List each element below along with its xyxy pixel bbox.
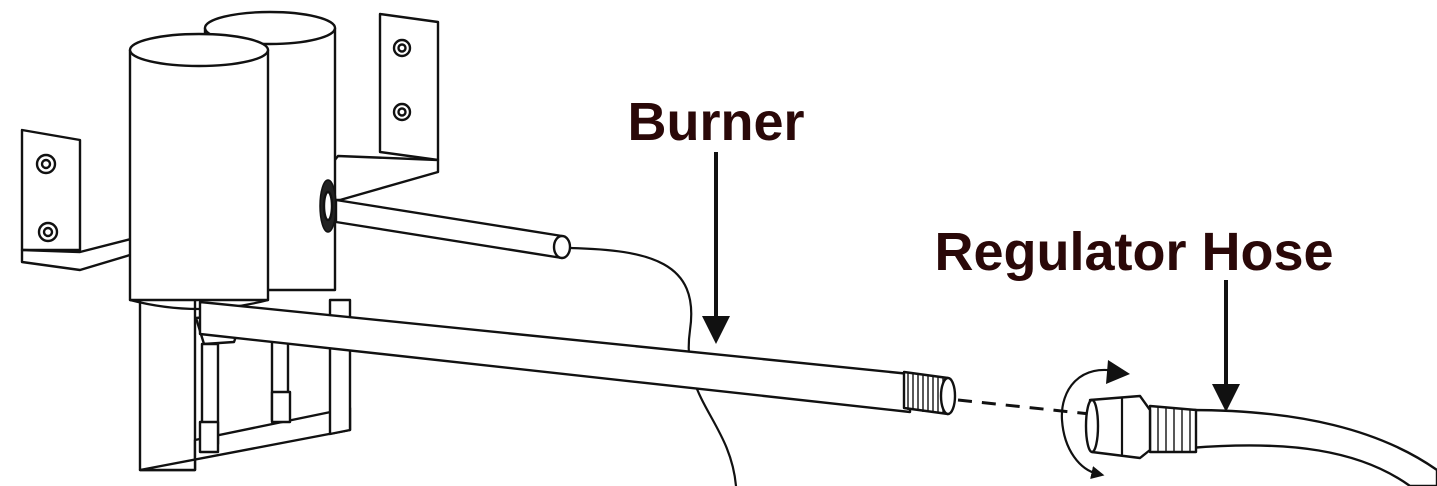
hose-down-arrow-icon xyxy=(1212,280,1240,412)
regulator-hose-label: Regulator Hose xyxy=(934,222,1333,282)
burner-down-arrow-icon xyxy=(702,152,730,344)
connection-dashed-line xyxy=(957,398,1091,416)
burner-tube xyxy=(198,300,957,416)
rotate-arrow-icon xyxy=(1060,360,1130,480)
regulator-hose xyxy=(1084,394,1437,486)
burner-cylinders xyxy=(128,10,337,454)
thermocouple xyxy=(319,179,738,486)
burner-label: Burner xyxy=(627,92,804,152)
